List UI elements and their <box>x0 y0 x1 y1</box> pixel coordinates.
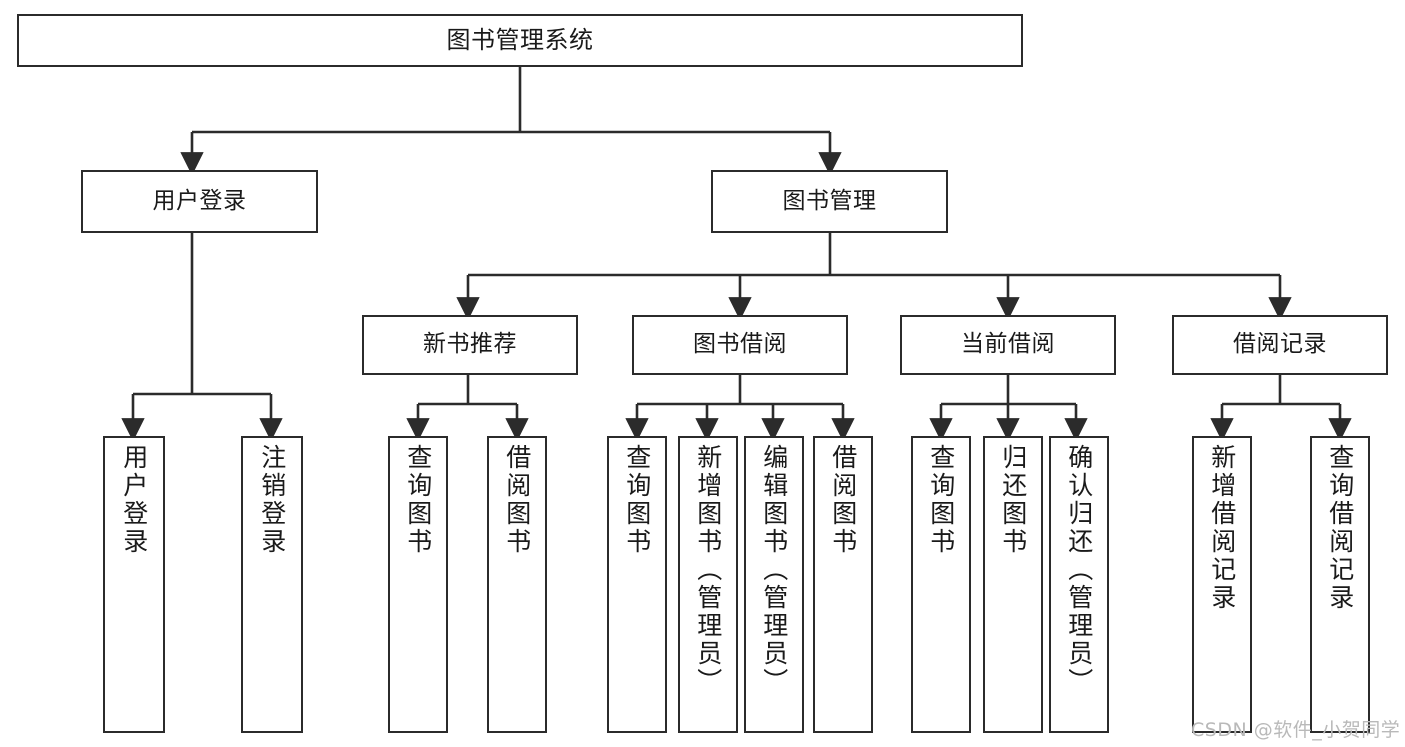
csdn-watermark: CSDN @软件_小贺同学 <box>1191 719 1401 741</box>
node-label: 用户登录 <box>119 444 149 556</box>
node-leaf-query-book-current[interactable]: 查询图书 <box>911 436 971 733</box>
node-leaf-logout-login[interactable]: 注销登录 <box>241 436 303 733</box>
node-leaf-edit-book-admin[interactable]: 编辑图书（管理员） <box>744 436 804 733</box>
node-leaf-query-book-borrow[interactable]: 查询图书 <box>607 436 667 733</box>
node-leaf-query-book-new[interactable]: 查询图书 <box>388 436 448 733</box>
node-label: 编辑图书（管理员） <box>759 444 789 696</box>
node-label: 新增借阅记录 <box>1207 444 1237 612</box>
node-label: 图书借阅 <box>693 331 787 358</box>
node-root-book-management-system[interactable]: 图书管理系统 <box>17 14 1023 67</box>
node-book-management[interactable]: 图书管理 <box>711 170 948 233</box>
node-leaf-return-book[interactable]: 归还图书 <box>983 436 1043 733</box>
node-leaf-confirm-return-admin[interactable]: 确认归还（管理员） <box>1049 436 1109 733</box>
node-label: 新增图书（管理员） <box>693 444 723 696</box>
node-label: 图书管理系统 <box>446 26 594 55</box>
node-label: 查询图书 <box>403 444 433 556</box>
node-current-borrow[interactable]: 当前借阅 <box>900 315 1116 375</box>
node-leaf-add-book-admin[interactable]: 新增图书（管理员） <box>678 436 738 733</box>
node-label: 确认归还（管理员） <box>1064 444 1094 696</box>
node-leaf-borrow-book-new[interactable]: 借阅图书 <box>487 436 547 733</box>
node-label: 查询图书 <box>926 444 956 556</box>
node-label: 借阅图书 <box>502 444 532 556</box>
node-label: 新书推荐 <box>423 331 517 358</box>
node-label: 用户登录 <box>152 187 247 214</box>
node-leaf-add-borrow-record[interactable]: 新增借阅记录 <box>1192 436 1252 733</box>
node-label: 查询图书 <box>622 444 652 556</box>
node-label: 图书管理 <box>782 187 877 214</box>
node-leaf-query-borrow-record[interactable]: 查询借阅记录 <box>1310 436 1370 733</box>
node-label: 查询借阅记录 <box>1325 444 1355 612</box>
node-label: 注销登录 <box>257 444 287 556</box>
node-label: 归还图书 <box>998 444 1028 556</box>
node-label: 借阅记录 <box>1233 331 1327 358</box>
node-user-login[interactable]: 用户登录 <box>81 170 318 233</box>
node-leaf-borrow-book-borrow[interactable]: 借阅图书 <box>813 436 873 733</box>
node-new-book-recommend[interactable]: 新书推荐 <box>362 315 578 375</box>
node-leaf-user-login[interactable]: 用户登录 <box>103 436 165 733</box>
node-label: 当前借阅 <box>961 331 1055 358</box>
node-label: 借阅图书 <box>828 444 858 556</box>
node-book-borrow[interactable]: 图书借阅 <box>632 315 848 375</box>
node-borrow-record[interactable]: 借阅记录 <box>1172 315 1388 375</box>
